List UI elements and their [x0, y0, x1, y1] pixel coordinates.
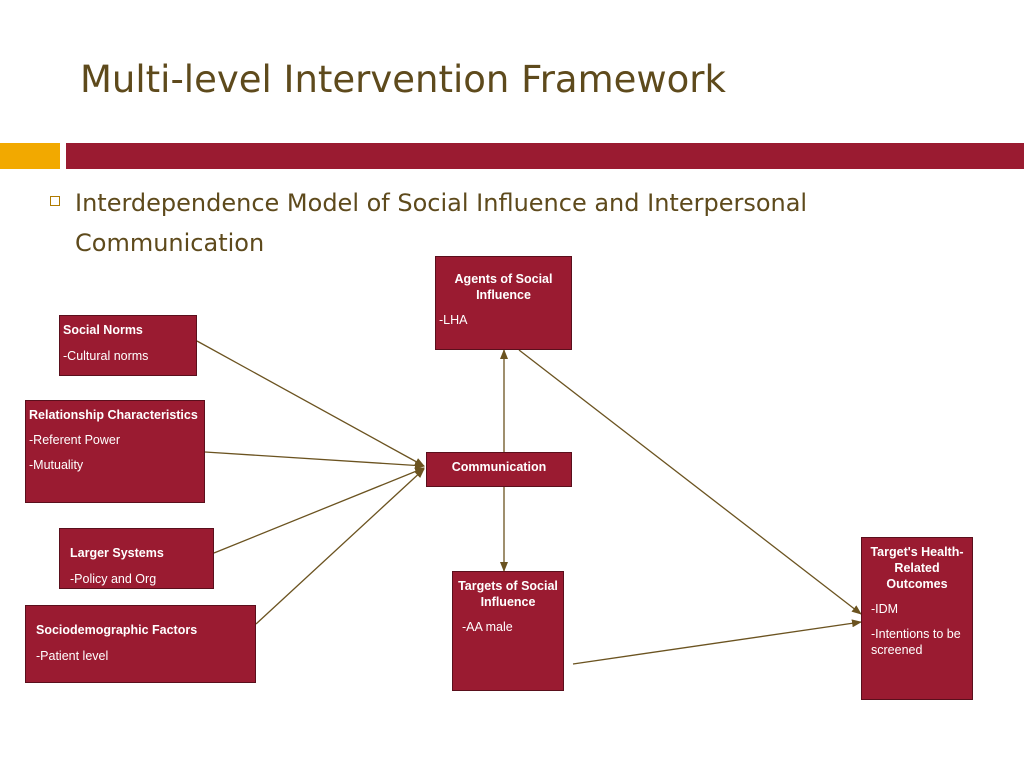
node-detail: -AA male [462, 620, 513, 634]
node-title: Social Norms [63, 323, 143, 337]
slide-title: Multi-level Intervention Framework [80, 58, 726, 101]
node-detail: -LHA [439, 313, 468, 327]
arrow-sociodemographic-to-communication [255, 468, 425, 625]
node-detail: -Referent Power [29, 433, 121, 447]
node-detail: -Mutuality [29, 458, 84, 472]
node-larger-systems: Larger Systems -Policy and Org [59, 528, 214, 589]
node-title: Agents of Social Influence [454, 272, 553, 302]
node-title: Relationship Characteristics [29, 408, 198, 422]
bullet-text: Interdependence Model of Social Influenc… [75, 189, 808, 257]
accent-bar-crimson [66, 143, 1024, 169]
node-social-norms: Social Norms -Cultural norms [59, 315, 197, 376]
node-detail: -Cultural norms [63, 349, 149, 363]
node-relationship-characteristics: Relationship Characteristics -Referent P… [25, 400, 205, 503]
node-title: Larger Systems [70, 546, 164, 560]
node-target-health-outcomes: Target's Health-Related Outcomes -IDM -I… [861, 537, 973, 700]
node-title: Communication [451, 460, 547, 474]
arrow-larger-systems-to-communication [213, 467, 425, 554]
node-detail: -Policy and Org [70, 572, 157, 586]
node-sociodemographic-factors: Sociodemographic Factors -Patient level [25, 605, 256, 683]
bullet-point: Interdependence Model of Social Influenc… [50, 183, 950, 263]
node-detail: -IDM [871, 602, 899, 616]
node-targets-of-social-influence: Targets of Social Influence -AA male [452, 571, 564, 691]
node-title: Target's Health-Related Outcomes [870, 545, 964, 591]
node-title: Sociodemographic Factors [36, 623, 198, 637]
node-detail: -Patient level [36, 649, 109, 663]
square-bullet-icon [50, 196, 60, 206]
node-detail: -Intentions to be screened [871, 627, 961, 657]
node-title: Targets of Social Influence [458, 579, 558, 609]
arrow-agents-to-outcomes [518, 349, 862, 615]
node-communication: Communication [426, 452, 572, 487]
accent-bar-gold [0, 143, 60, 169]
arrow-social-norms-to-communication [196, 340, 425, 467]
node-agents-of-social-influence: Agents of Social Influence -LHA [435, 256, 572, 350]
arrow-relationship-to-communication [204, 451, 425, 470]
arrow-targets-to-outcomes [572, 619, 862, 665]
